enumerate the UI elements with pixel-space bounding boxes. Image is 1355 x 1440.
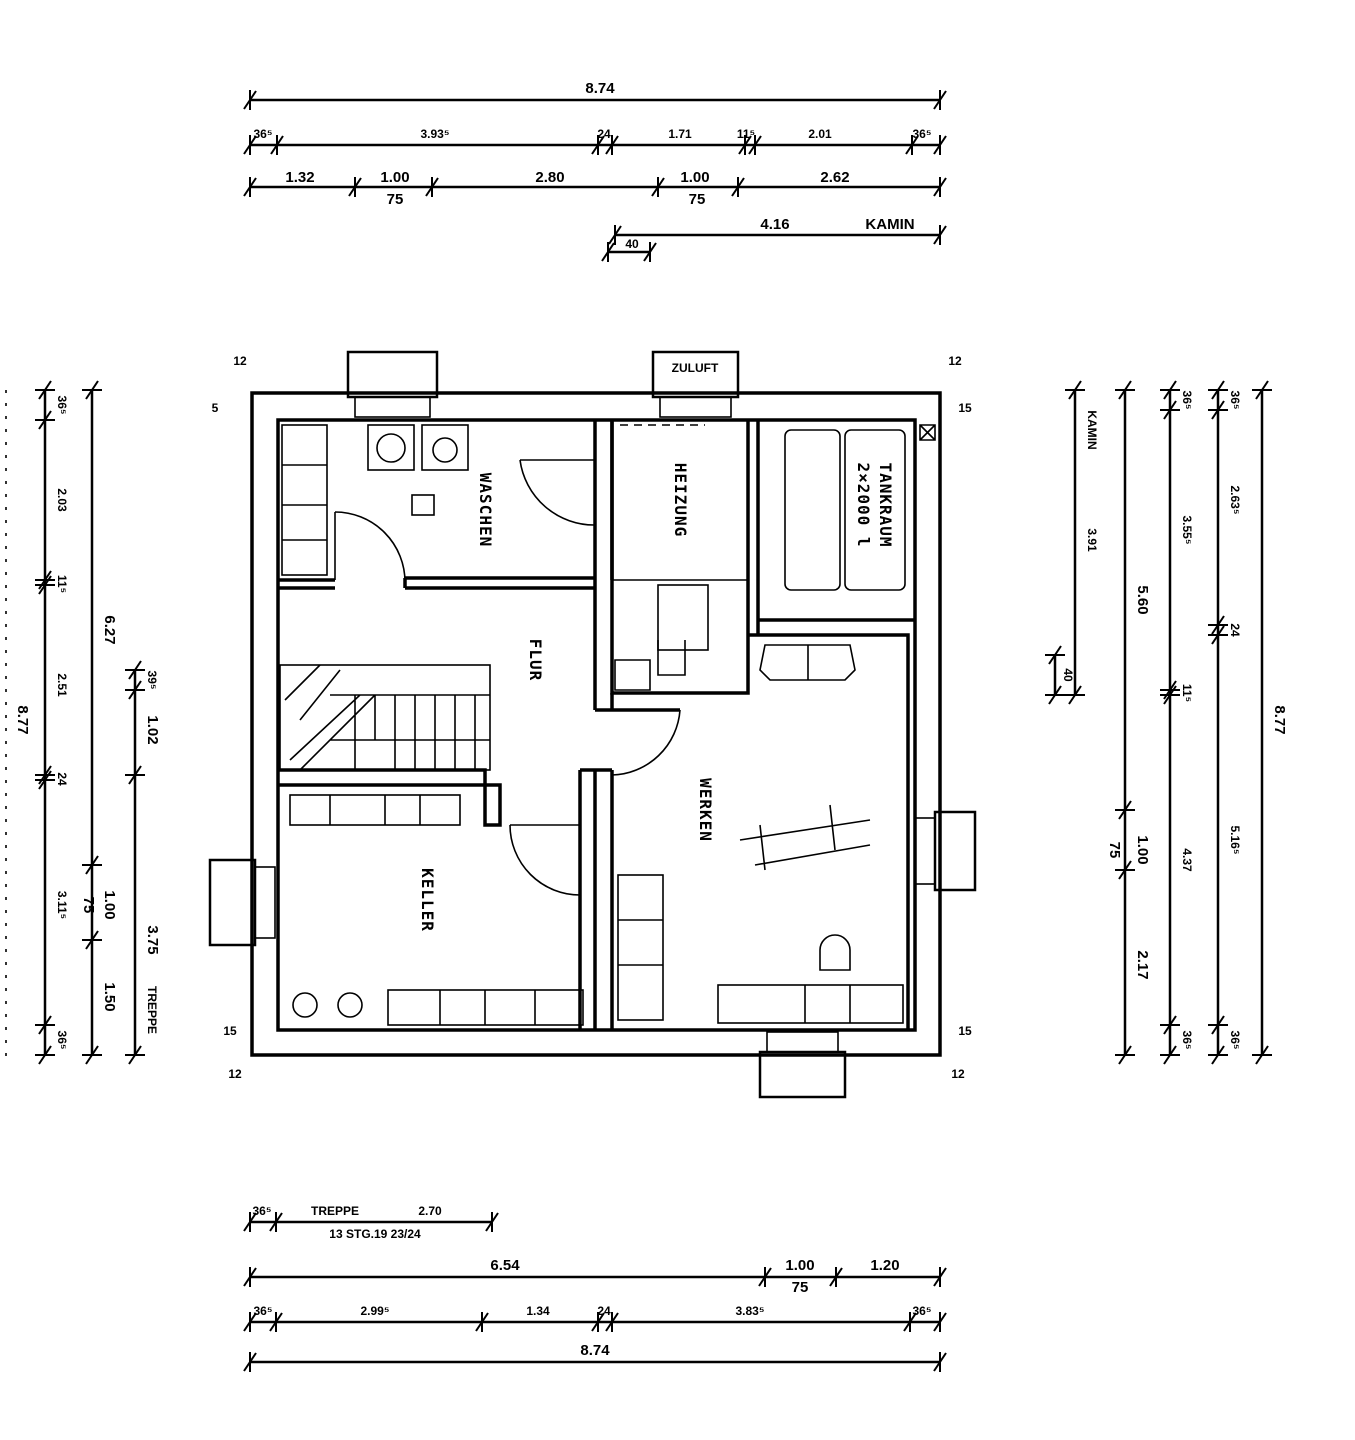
dimension-label: 11⁵ [55, 575, 69, 593]
dimension-label: 2.17 [1134, 950, 1151, 979]
dimension-label: 12 [233, 354, 247, 368]
dimension-label: 36⁵ [254, 1304, 273, 1318]
dimension-label: 1.00 [680, 169, 709, 186]
dimension-label: 40 [625, 237, 639, 251]
dimension-label: 75 [80, 897, 97, 914]
dimension-label: 40 [1061, 668, 1075, 682]
dimension-label: 3.83⁵ [736, 1304, 765, 1318]
dimension-label: 36⁵ [55, 1031, 69, 1050]
dimension-label: 6.54 [490, 1257, 520, 1274]
dimension-label: 3.91 [1085, 528, 1099, 552]
dimension-label: 2.70 [418, 1204, 442, 1218]
dimension-label: 36⁵ [253, 1204, 272, 1218]
room-label-flur: FLUR [526, 639, 545, 682]
dimension-label: 24 [1228, 623, 1242, 637]
dimension-label: 2.51 [55, 673, 69, 697]
dimension-label: TREPPE [145, 986, 159, 1034]
dimension-label: TREPPE [311, 1204, 359, 1218]
dimension-label: 2.03 [55, 488, 69, 512]
dimension-label: 5.16⁵ [1228, 826, 1242, 855]
room-label-werken: WERKEN [696, 778, 715, 842]
dimension-label: 13 STG.19 23/24 [329, 1227, 421, 1241]
room-label-tank-capacity: 2×2000 l [854, 462, 873, 547]
dimension-label: 1.20 [870, 1257, 899, 1274]
room-label-waschen: WASCHEN [476, 473, 495, 547]
dimension-label: 6.27 [101, 615, 118, 644]
windows [208, 350, 977, 1099]
dimension-label: 1.00 [1134, 835, 1151, 864]
dimension-label: 12 [951, 1067, 965, 1081]
room-labels: WASCHEN HEIZUNG TANKRAUM 2×2000 l FLUR K… [418, 361, 895, 932]
dimension-label: 24 [597, 1304, 611, 1318]
dimension-label: 1.32 [285, 169, 314, 186]
dimension-label: 5.60 [1134, 585, 1151, 614]
dimension-label: 15 [223, 1024, 237, 1038]
dimension-label: 8.77 [1271, 705, 1288, 734]
staircase [279, 664, 491, 771]
dimension-label: 8.74 [585, 80, 615, 97]
furniture [281, 424, 936, 1026]
dimension-label: 2.99⁵ [361, 1304, 390, 1318]
dimension-label: 2.62 [820, 169, 849, 186]
dimension-label: 1.00 [101, 890, 118, 919]
dimension-label: 15 [958, 401, 972, 415]
dimension-label: 1.02 [144, 715, 161, 744]
dimension-label: 75 [792, 1279, 809, 1296]
dimension-label: 15 [958, 1024, 972, 1038]
dimension-label: 3.55⁵ [1180, 516, 1194, 545]
dimension-label: KAMIN [865, 216, 914, 233]
dimension-label: 12 [228, 1067, 242, 1081]
dimension-label: 36⁵ [1228, 1031, 1242, 1050]
dimension-label: 1.71 [668, 127, 692, 141]
dimension-label: KAMIN [1085, 410, 1099, 449]
dimension-label: 4.16 [760, 216, 789, 233]
dimension-label: 3.75 [144, 925, 161, 954]
dimension-label: 4.37 [1180, 848, 1194, 872]
dimension-label: 1.34 [526, 1304, 550, 1318]
dimension-label: 36⁵ [913, 1304, 932, 1318]
building-walls [208, 350, 977, 1099]
dimension-label: 36⁵ [1180, 391, 1194, 410]
dimension-label: 12 [948, 354, 962, 368]
dimension-label: 36⁵ [913, 127, 932, 141]
dimension-label: 1.00 [380, 169, 409, 186]
dimension-label: 2.63⁵ [1228, 486, 1242, 515]
dimension-label: 1.00 [785, 1257, 814, 1274]
dimension-label: 24 [597, 127, 611, 141]
dimension-label: 36⁵ [254, 127, 273, 141]
dimension-label: 2.80 [535, 169, 564, 186]
dimension-label: 36⁵ [1180, 1031, 1194, 1050]
dimension-label: 2.01 [808, 127, 832, 141]
dimension-label: 36⁵ [1228, 391, 1242, 410]
dimension-label: 39⁵ [145, 671, 159, 690]
dimension-label: 11⁵ [737, 127, 755, 141]
dimension-label: 75 [689, 191, 706, 208]
dimension-label: 5 [212, 401, 219, 415]
dimension-label: 3.11⁵ [55, 891, 69, 919]
dimension-label: 75 [1106, 842, 1123, 859]
dimension-label: 75 [387, 191, 404, 208]
dimension-label: 24 [55, 772, 69, 786]
room-label-keller: KELLER [418, 868, 437, 932]
zuluft-label: ZULUFT [672, 361, 719, 375]
dimension-label: 3.93⁵ [421, 127, 450, 141]
dimension-label: 36⁵ [55, 396, 69, 415]
dimension-label: 1.50 [101, 982, 118, 1011]
dimension-label: 11⁵ [1180, 684, 1194, 702]
dimension-label: 8.74 [580, 1342, 610, 1359]
room-label-tankraum: TANKRAUM [876, 462, 895, 547]
dimension-label: 8.77 [14, 705, 31, 734]
room-label-heizung: HEIZUNG [671, 463, 690, 537]
